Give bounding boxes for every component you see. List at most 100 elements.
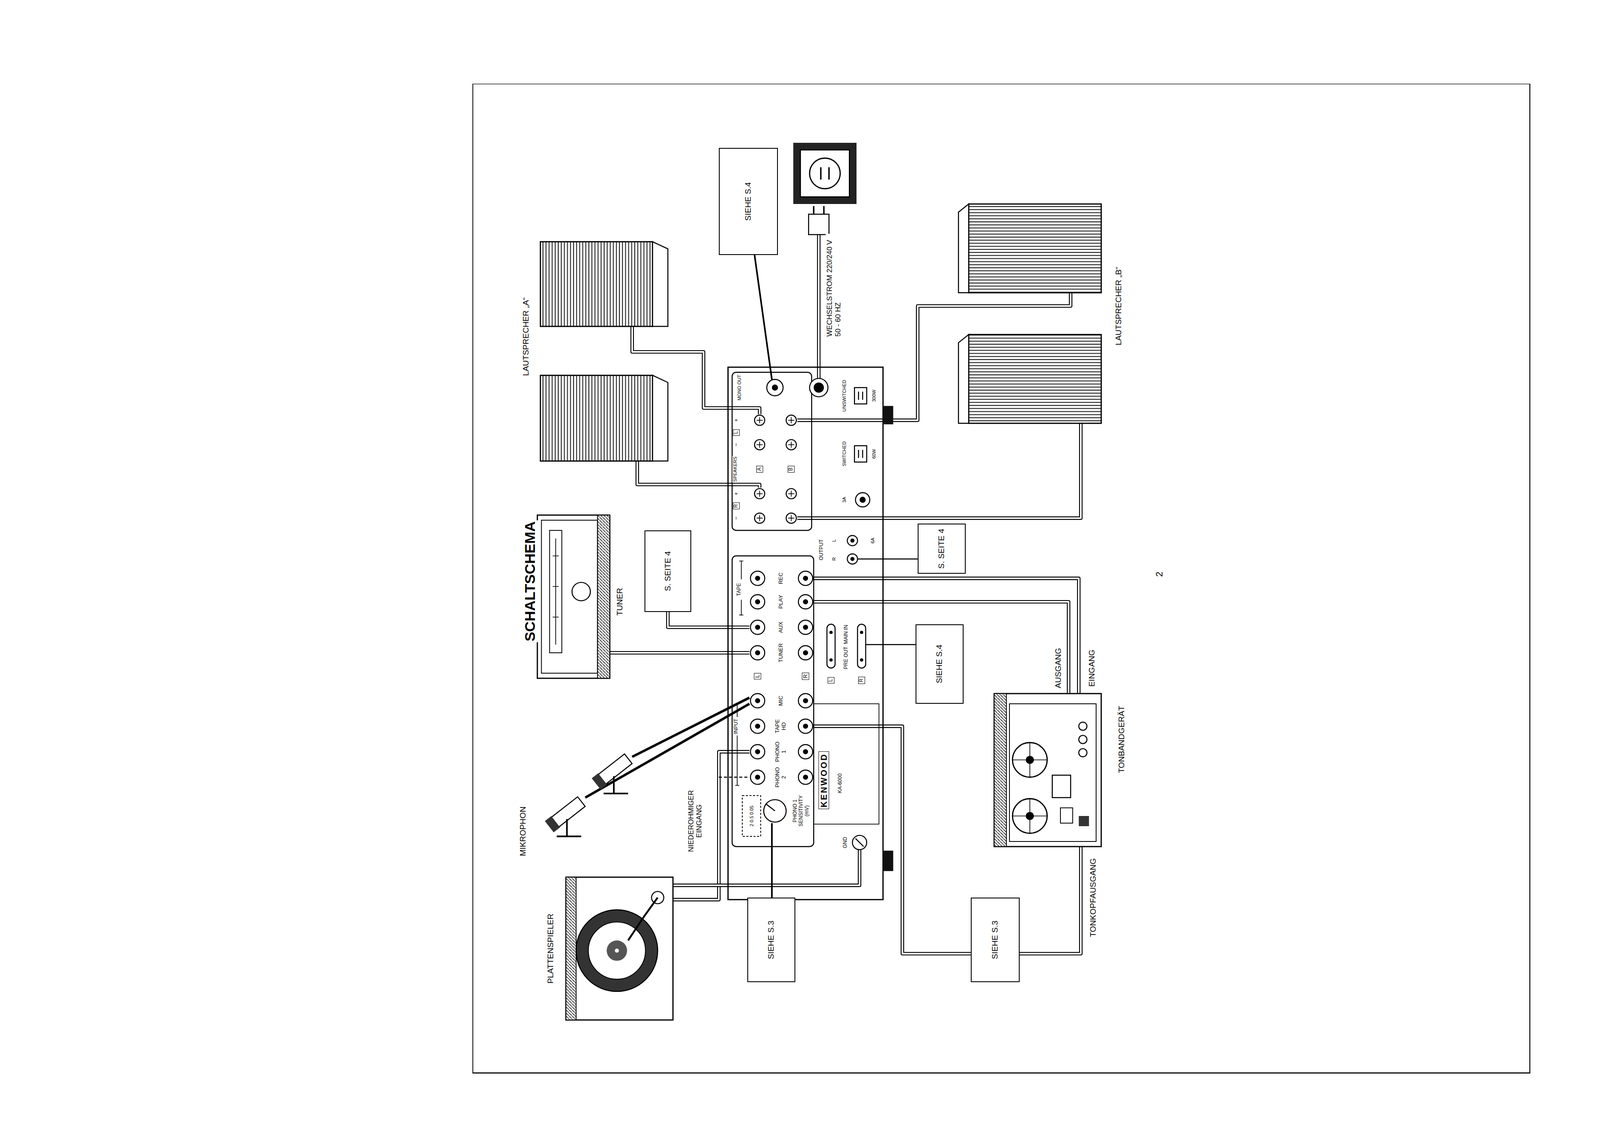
speaker-b — [958, 203, 1102, 424]
tuner-part — [549, 530, 563, 653]
part-label: OUTPUT — [818, 538, 825, 561]
leader-line-part — [754, 254, 772, 380]
reference-box: SIEHE S.4 — [915, 624, 964, 704]
tape-recorder-part — [1060, 807, 1073, 823]
part-label: R — [831, 556, 837, 562]
speaker-a-part — [652, 375, 668, 461]
amplifier-part — [750, 619, 765, 635]
part-label: TONKOPFAUSGANG — [1088, 856, 1098, 938]
microphone-part — [556, 818, 582, 837]
amplifier-part — [798, 693, 813, 708]
tuner-part — [552, 538, 559, 645]
amplifier-part — [754, 599, 761, 605]
record-player-part — [565, 876, 577, 1020]
reference-text: SIEHE S.4 — [934, 641, 945, 686]
amplifier-part — [802, 774, 809, 780]
part-label: GND — [842, 835, 849, 849]
cable-part — [817, 232, 820, 379]
amplifier-part — [859, 496, 866, 503]
amplifier-part — [765, 803, 775, 811]
amplifier-part — [802, 599, 809, 605]
part-label: EINGANG — [1087, 648, 1097, 688]
record-player-part — [614, 948, 620, 953]
part-label: PHONO 1 — [774, 739, 788, 764]
amplifier-part — [766, 379, 784, 396]
leader-line-part — [771, 822, 773, 898]
amplifier-part — [785, 439, 797, 450]
reference-text: SIEHE S.3 — [766, 917, 777, 962]
leader-line — [754, 254, 918, 898]
speaker-a-part — [540, 375, 653, 461]
part-label: LAUTSPRECHER „A“ — [521, 296, 531, 377]
tape-recorder-part — [994, 693, 1007, 847]
part-label: PLAY — [777, 593, 785, 610]
part-label: WECHSELSTROM 220/240 V 50 - 60 HZ — [825, 233, 843, 338]
part-label: PLATTENSPIELER — [545, 912, 556, 984]
part-label: MONO OUT — [736, 373, 743, 402]
part-label: A — [756, 465, 764, 473]
microphone-part — [603, 775, 629, 794]
amplifier-part — [750, 718, 765, 734]
part-label: B — [787, 465, 795, 473]
part-label: LAUTSPRECHER „B“ — [1113, 265, 1124, 347]
speaker-a-part — [652, 241, 668, 327]
part-label: − — [732, 442, 740, 448]
record-player-part — [565, 876, 673, 1020]
amplifier-part — [858, 449, 863, 458]
amplifier — [728, 367, 894, 900]
wall-socket-part — [820, 167, 829, 180]
tape-recorder-part — [1078, 721, 1087, 730]
text-layer: SCHALTSCHEMASIEHE S.4S. SEITE 4SIEHE S.4… — [472, 83, 1531, 1074]
cable-part — [672, 751, 750, 900]
tape-recorder-part — [1009, 703, 1097, 842]
amplifier-part — [788, 441, 795, 448]
amplifier-part — [859, 630, 864, 634]
speaker-b-part — [958, 334, 969, 424]
part-label: MAIN IN — [843, 623, 850, 645]
amplifier-part — [847, 553, 858, 564]
amplifier-part — [788, 514, 795, 521]
part-label: 300W — [870, 388, 877, 403]
amplifier-part — [750, 645, 765, 660]
amplifier-part — [732, 555, 814, 847]
amplifier-part — [754, 749, 761, 755]
amplifier-part — [882, 850, 894, 871]
tape-recorder-part — [1012, 798, 1048, 834]
drawing — [472, 83, 1530, 1073]
record-player-part — [606, 940, 628, 961]
microphone-part-part — [544, 815, 560, 832]
amplifier-part — [788, 417, 795, 424]
part-label: 2 — [1153, 570, 1165, 578]
amplifier-part — [802, 698, 809, 704]
wall-socket — [793, 142, 857, 235]
part-label: PRE OUT — [843, 645, 850, 670]
part-label: SWITCHED — [841, 440, 848, 468]
tape-recorder-part — [994, 693, 1102, 847]
tuner-part — [571, 582, 591, 601]
part-label: TAPE — [736, 582, 743, 597]
reference-box: SIEHE S.3 — [970, 897, 1020, 982]
cable-part — [813, 601, 1069, 694]
wall-socket-part — [793, 142, 857, 204]
tape-recorder-part — [1012, 798, 1048, 834]
part-label: AUSGANG — [1053, 646, 1063, 689]
tuner — [537, 514, 610, 679]
amplifier-part — [750, 769, 765, 785]
amplifier-part — [785, 488, 797, 499]
rotated-page: SCHALTSCHEMASIEHE S.4S. SEITE 4SIEHE S.4… — [472, 83, 1531, 1074]
part-label: L — [732, 429, 740, 436]
wall-socket-part — [813, 206, 824, 215]
reference-text: S. SEITE 4 — [663, 548, 673, 594]
reference-box: S. SEITE 4 — [917, 523, 966, 574]
part-label: REC — [777, 571, 785, 585]
part-label: PHONO 2 — [774, 765, 788, 789]
cable-part — [667, 611, 750, 628]
amplifier-part — [798, 645, 813, 660]
amplifier-part — [813, 382, 824, 393]
part-label: R — [732, 502, 740, 510]
amplifier-part — [802, 749, 809, 755]
part-label: R — [802, 672, 810, 680]
speaker-b-part — [968, 334, 1102, 424]
amplifier-part — [754, 488, 765, 499]
leader-line-part — [865, 644, 916, 645]
